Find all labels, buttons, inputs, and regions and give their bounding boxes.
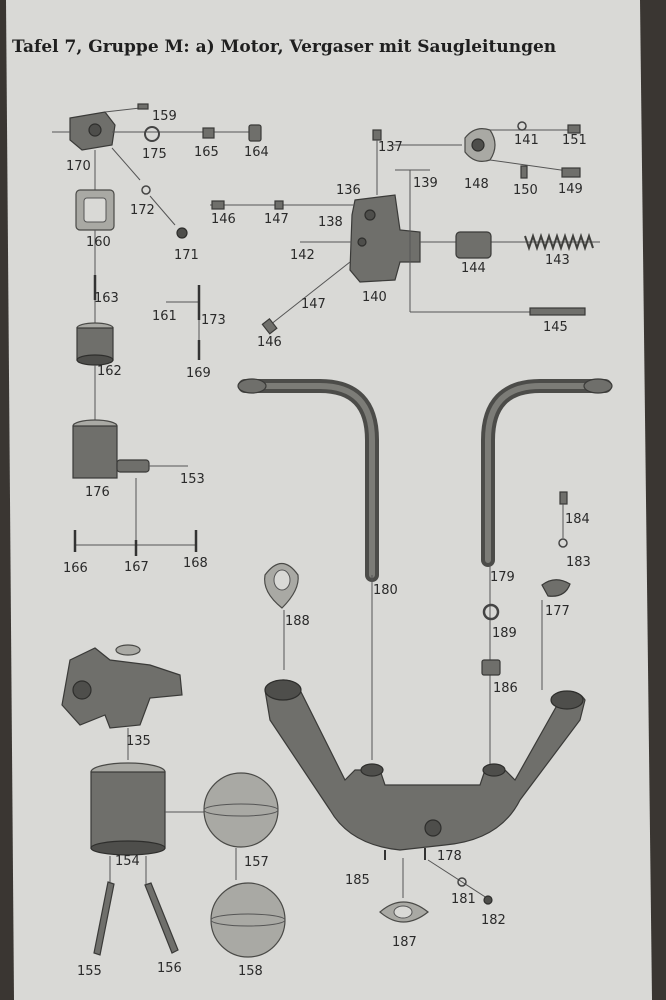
label-163: 163: [94, 291, 119, 306]
float-group: [76, 230, 114, 420]
label-135: 135: [126, 734, 151, 749]
plate-title: Tafel 7, Gruppe M: a) Motor, Vergaser mi…: [12, 37, 556, 57]
label-161: 161: [152, 309, 177, 324]
carburettor-135: [61, 644, 183, 760]
label-150: 150: [513, 183, 538, 198]
label-185: 185: [345, 873, 370, 888]
label-144: 144: [461, 261, 486, 276]
brackets-155-156: [93, 856, 179, 956]
label-138: 138: [318, 215, 343, 230]
label-157: 157: [244, 855, 269, 870]
manifold-178: [264, 679, 586, 860]
label-168: 168: [183, 556, 208, 571]
gasket-188: [264, 562, 299, 670]
label-165: 165: [194, 145, 219, 160]
label-183: 183: [566, 555, 591, 570]
label-173: 173: [201, 313, 226, 328]
label-187: 187: [392, 935, 417, 950]
label-178: 178: [437, 849, 462, 864]
label-147-low: 147: [301, 297, 326, 312]
label-169: 169: [186, 366, 211, 381]
label-176: 176: [85, 485, 110, 500]
label-148: 148: [464, 177, 489, 192]
label-156: 156: [157, 961, 182, 976]
clamp-177: [541, 491, 571, 690]
label-146-low: 146: [257, 335, 282, 350]
intake-pipe-180: [237, 378, 379, 760]
label-147-top: 147: [264, 212, 289, 227]
label-143: 143: [545, 253, 570, 268]
float-chamber-lid-group: [52, 103, 262, 239]
label-184: 184: [565, 512, 590, 527]
label-162: 162: [97, 364, 122, 379]
filter-sphere-158: [210, 882, 286, 958]
label-177: 177: [545, 604, 570, 619]
label-158: 158: [238, 964, 263, 979]
label-182: 182: [481, 913, 506, 928]
needle-group: [166, 285, 201, 360]
label-136: 136: [336, 183, 361, 198]
label-170: 170: [66, 159, 91, 174]
filter-sphere-157: [203, 772, 279, 880]
label-151: 151: [562, 133, 587, 148]
label-180: 180: [373, 583, 398, 598]
label-142: 142: [290, 248, 315, 263]
label-181: 181: [451, 892, 476, 907]
gasket-187: [379, 858, 429, 923]
label-188: 188: [285, 614, 310, 629]
label-159: 159: [152, 109, 177, 124]
mixing-chamber-group: [210, 121, 600, 335]
label-154: 154: [115, 854, 140, 869]
label-145: 145: [543, 320, 568, 335]
label-164: 164: [244, 145, 269, 160]
intake-pipe-179: [481, 378, 613, 770]
label-171: 171: [174, 248, 199, 263]
label-189: 189: [492, 626, 517, 641]
label-175: 175: [142, 147, 167, 162]
label-139: 139: [413, 176, 438, 191]
label-155: 155: [77, 964, 102, 979]
label-167: 167: [124, 560, 149, 575]
label-137: 137: [378, 140, 403, 155]
air-filter-154: [90, 762, 205, 856]
label-172: 172: [130, 203, 155, 218]
label-160: 160: [86, 235, 111, 250]
label-186: 186: [493, 681, 518, 696]
label-153: 153: [180, 472, 205, 487]
ring-189-186: [481, 603, 501, 676]
label-149: 149: [558, 182, 583, 197]
label-166: 166: [63, 561, 88, 576]
label-141: 141: [514, 133, 539, 148]
nut-181-182: [427, 859, 493, 905]
spring-143: [524, 232, 594, 252]
float-chamber: [72, 419, 198, 556]
label-140: 140: [362, 290, 387, 305]
part-numbers: 159 175 165 164 170 172 160 171 163 161 …: [63, 109, 591, 979]
label-179: 179: [490, 570, 515, 585]
label-146-top: 146: [211, 212, 236, 227]
